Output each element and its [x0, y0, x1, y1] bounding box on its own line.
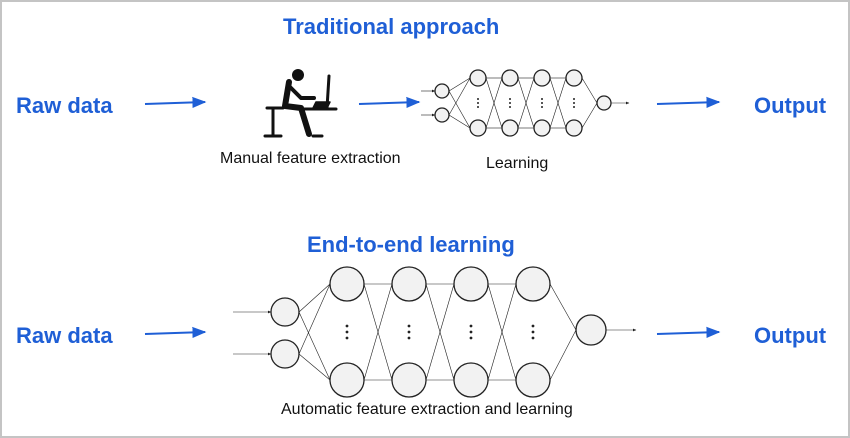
person-at-computer-icon [263, 69, 338, 138]
hidden-node [453, 362, 489, 398]
network-edge [549, 283, 577, 331]
hidden-node [533, 119, 551, 137]
network-edge [517, 77, 535, 129]
end-to-end-raw-data-label: Raw data [16, 323, 113, 348]
network-edge [298, 353, 331, 381]
ellipsis-dot [531, 336, 535, 340]
network-edge [485, 77, 503, 129]
hidden-node [501, 69, 519, 87]
hidden-node [329, 362, 365, 398]
ellipsis-dot [531, 330, 535, 334]
ellipsis-dot [469, 324, 473, 328]
ellipsis-dot [407, 330, 411, 334]
hidden-node [469, 69, 487, 87]
manual-feature-extraction-caption: Manual feature extraction [220, 150, 401, 167]
input-node [270, 297, 300, 327]
network-edge [549, 77, 567, 129]
hidden-node [453, 266, 489, 302]
network-edge [581, 102, 598, 129]
ellipsis-dot [345, 324, 349, 328]
end-to-end-title: End-to-end learning [307, 232, 515, 257]
network-edge [487, 283, 517, 381]
hidden-node [515, 362, 551, 398]
ellipsis-dot [541, 98, 543, 100]
hidden-node [469, 119, 487, 137]
hidden-node [533, 69, 551, 87]
input-node [270, 339, 300, 369]
ellipsis-dot [345, 336, 349, 340]
network-edge [448, 77, 471, 92]
ellipsis-dot [573, 102, 575, 104]
network-edge [581, 77, 598, 104]
ellipsis-dot [541, 102, 543, 104]
ellipsis-dot [345, 330, 349, 334]
ellipsis-dot [573, 106, 575, 108]
ellipsis-dot [509, 102, 511, 104]
arrow-right-icon [144, 326, 207, 339]
ellipsis-dot [407, 336, 411, 340]
arrow-right-icon [144, 96, 207, 109]
ellipsis-dot [477, 106, 479, 108]
hidden-node [391, 362, 427, 398]
traditional-output-label: Output [754, 93, 827, 118]
hidden-node [565, 69, 583, 87]
input-node [434, 107, 450, 123]
hidden-node [565, 119, 583, 137]
input-node [434, 83, 450, 99]
ellipsis-dot [407, 324, 411, 328]
output-node [575, 314, 607, 346]
network-edge [549, 329, 577, 381]
output-node [596, 95, 612, 111]
network-edge [298, 283, 331, 313]
hidden-node [391, 266, 427, 302]
ellipsis-dot [469, 330, 473, 334]
ellipsis-dot [509, 106, 511, 108]
network-edge [298, 283, 331, 355]
hidden-node [515, 266, 551, 302]
ellipsis-dot [573, 98, 575, 100]
ellipsis-dot [509, 98, 511, 100]
network-edge [298, 311, 331, 381]
ellipsis-dot [469, 336, 473, 340]
ellipsis-dot [541, 106, 543, 108]
network-edge [448, 90, 471, 129]
arrow-right-icon [656, 326, 721, 339]
network-edge [363, 283, 393, 381]
arrow-right-icon [656, 96, 721, 109]
automatic-feature-caption: Automatic feature extraction and learnin… [281, 401, 573, 418]
ellipsis-dot [477, 98, 479, 100]
end-to-end-output-label: Output [754, 323, 827, 348]
traditional-raw-data-label: Raw data [16, 93, 113, 118]
traditional-learning-network [421, 69, 630, 137]
ellipsis-dot [477, 102, 479, 104]
end-to-end-network [233, 266, 637, 398]
hidden-node [329, 266, 365, 302]
network-edge [425, 283, 455, 381]
network-edge [448, 77, 471, 116]
arrow-right-icon [358, 96, 421, 109]
learning-caption: Learning [486, 155, 549, 172]
hidden-node [501, 119, 519, 137]
network-edge [448, 114, 471, 129]
traditional-title: Traditional approach [283, 14, 500, 39]
ellipsis-dot [531, 324, 535, 328]
